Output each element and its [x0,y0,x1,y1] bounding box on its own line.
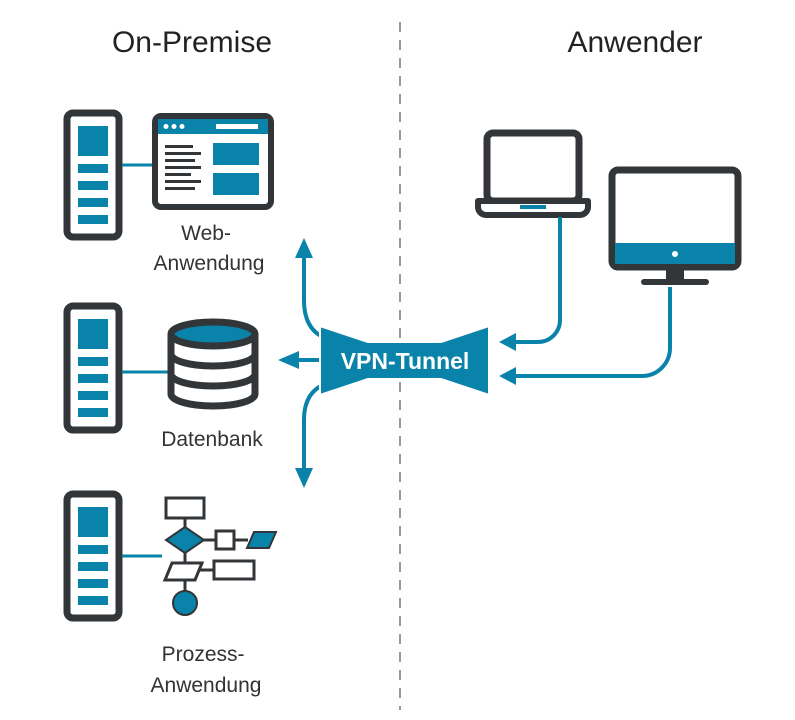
web-browser-icon [152,113,274,210]
arrow-head-icon [278,351,299,369]
vpn-tunnel-label: VPN-Tunnel [341,348,470,374]
arrow-to-process [302,380,333,468]
monitor-icon [608,166,742,285]
laptop-connection-arrow [514,217,562,344]
label-db: Datenbank [161,428,263,451]
database-icon [167,318,259,410]
server-icon [63,109,123,241]
flowchart-icon [162,496,278,616]
monitor-connection-arrow [514,287,672,378]
laptop-icon [475,129,591,218]
label-proc: Prozess- Anwendung [151,643,262,697]
server-icon [63,490,123,622]
server-icon [63,302,123,434]
arrow-head-icon [295,468,313,488]
arrow-head-icon [499,333,516,351]
arrow-head-icon [499,367,516,385]
label-web: Web- Anwendung [154,222,265,275]
heading-anwender: Anwender [567,26,702,59]
heading-on-premise: On-Premise [112,26,272,59]
vpn-tunnel: VPN-Tunnel [319,325,490,396]
arrow-head-icon [295,238,313,258]
